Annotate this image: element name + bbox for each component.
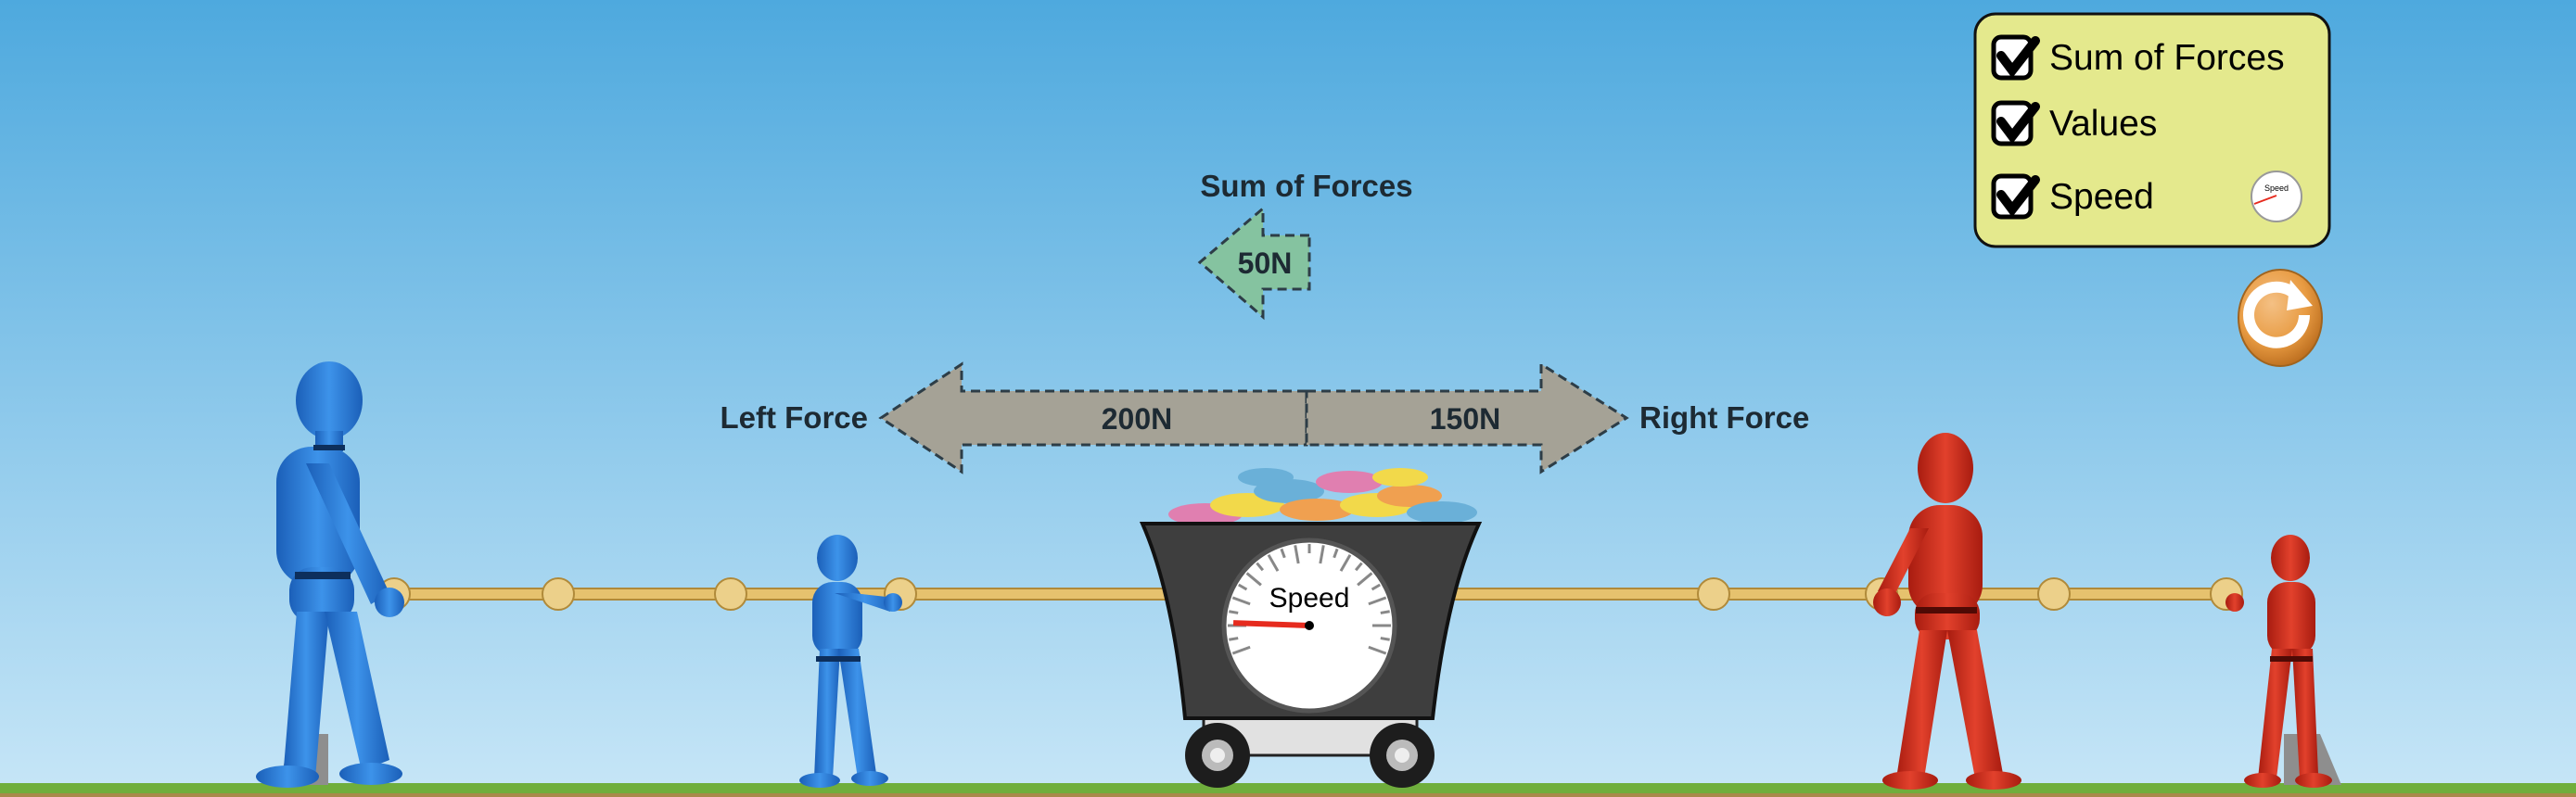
values-checkbox[interactable]: Values xyxy=(1991,100,2157,146)
speedometer-tick xyxy=(1368,596,1387,606)
speed-needle xyxy=(1232,620,1310,628)
blue-small-puller[interactable] xyxy=(799,535,902,788)
left-force-value: 200N xyxy=(1102,402,1173,436)
reset-icon xyxy=(2243,281,2310,348)
speedometer-tick xyxy=(1354,562,1363,572)
reset-button[interactable] xyxy=(2238,269,2323,367)
rope-knot[interactable] xyxy=(1697,577,1730,611)
left-force-arrow xyxy=(878,361,1308,474)
checkmark-icon xyxy=(1996,102,2040,145)
speedometer-tick xyxy=(1245,572,1262,587)
speedometer-tick xyxy=(1380,637,1390,641)
sum-of-forces-indicator: Sum of Forces 50N xyxy=(1197,169,1413,321)
left-force-label: Left Force xyxy=(720,400,868,435)
rope-knot[interactable] xyxy=(542,577,575,611)
checkmark-icon xyxy=(1996,175,2040,218)
svg-text:Speed: Speed xyxy=(2264,183,2289,193)
sum-of-forces-checkbox[interactable]: Sum of Forces xyxy=(1991,34,2285,81)
red-small-puller[interactable] xyxy=(2225,535,2332,788)
checkbox-label: Sum of Forces xyxy=(2049,38,2285,78)
speedometer-tick xyxy=(1229,637,1239,641)
speedometer-tick xyxy=(1267,554,1280,572)
candy-pile xyxy=(1168,468,1477,525)
candy-cart[interactable]: Speed xyxy=(1139,522,1483,788)
speedometer-label: Speed xyxy=(1269,583,1350,614)
speedometer-tick xyxy=(1231,596,1251,606)
speedometer-tick xyxy=(1368,645,1387,655)
sum-of-forces-value: 50N xyxy=(1238,247,1293,280)
sum-of-forces-arrow xyxy=(1197,205,1311,321)
speedometer-tick xyxy=(1319,545,1325,564)
checkbox-label: Speed xyxy=(2049,177,2154,217)
speedometer-tick xyxy=(1380,610,1390,614)
wheel xyxy=(1185,723,1250,788)
checkbox-label: Values xyxy=(2049,104,2157,144)
control-panel: Sum of Forces Values Speed Speed xyxy=(1973,12,2331,248)
speedometer-tick xyxy=(1357,572,1373,587)
speedometer-tick xyxy=(1333,548,1339,559)
speedometer-tick xyxy=(1339,554,1352,572)
blue-large-puller[interactable] xyxy=(256,361,404,788)
rope-knot[interactable] xyxy=(2037,577,2071,611)
red-large-puller[interactable] xyxy=(1873,433,2021,790)
speedometer-tick xyxy=(1280,548,1286,559)
speedometer-tick xyxy=(1231,645,1251,655)
speedometer-tick xyxy=(1294,545,1300,564)
checkmark-icon xyxy=(1996,36,2040,79)
speedometer-icon: Speed xyxy=(2251,171,2302,222)
right-force-value: 150N xyxy=(1430,402,1501,436)
force-arrows: 200N 150N Left Force Right Force xyxy=(720,361,1809,474)
right-force-arrow xyxy=(1305,361,1629,474)
sum-of-forces-title: Sum of Forces xyxy=(1200,169,1412,203)
rope-knot[interactable] xyxy=(714,577,747,611)
right-force-label: Right Force xyxy=(1639,400,1809,435)
speedometer-tick xyxy=(1238,583,1248,591)
speedometer-tick xyxy=(1256,562,1265,572)
speed-checkbox[interactable]: Speed xyxy=(1991,173,2154,220)
speedometer-tick xyxy=(1371,583,1381,591)
speedometer: Speed xyxy=(1221,538,1397,714)
wheel xyxy=(1370,723,1435,788)
speedometer-tick xyxy=(1229,610,1239,614)
